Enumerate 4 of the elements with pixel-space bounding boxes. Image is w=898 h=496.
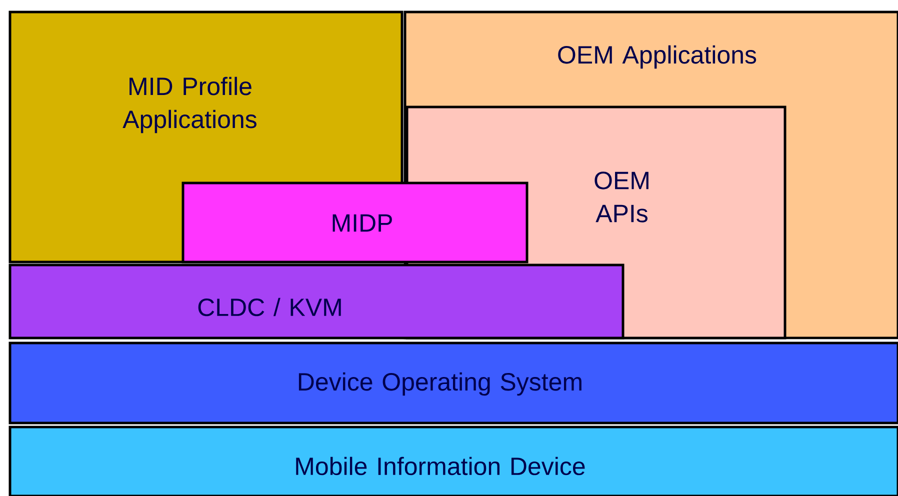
layer-box: Mobile Information Device <box>8 426 898 496</box>
layer-box: MIDP <box>182 182 528 264</box>
layer-box: CLDC / KVM <box>8 264 624 340</box>
layer-box: Device Operating System <box>8 342 898 424</box>
